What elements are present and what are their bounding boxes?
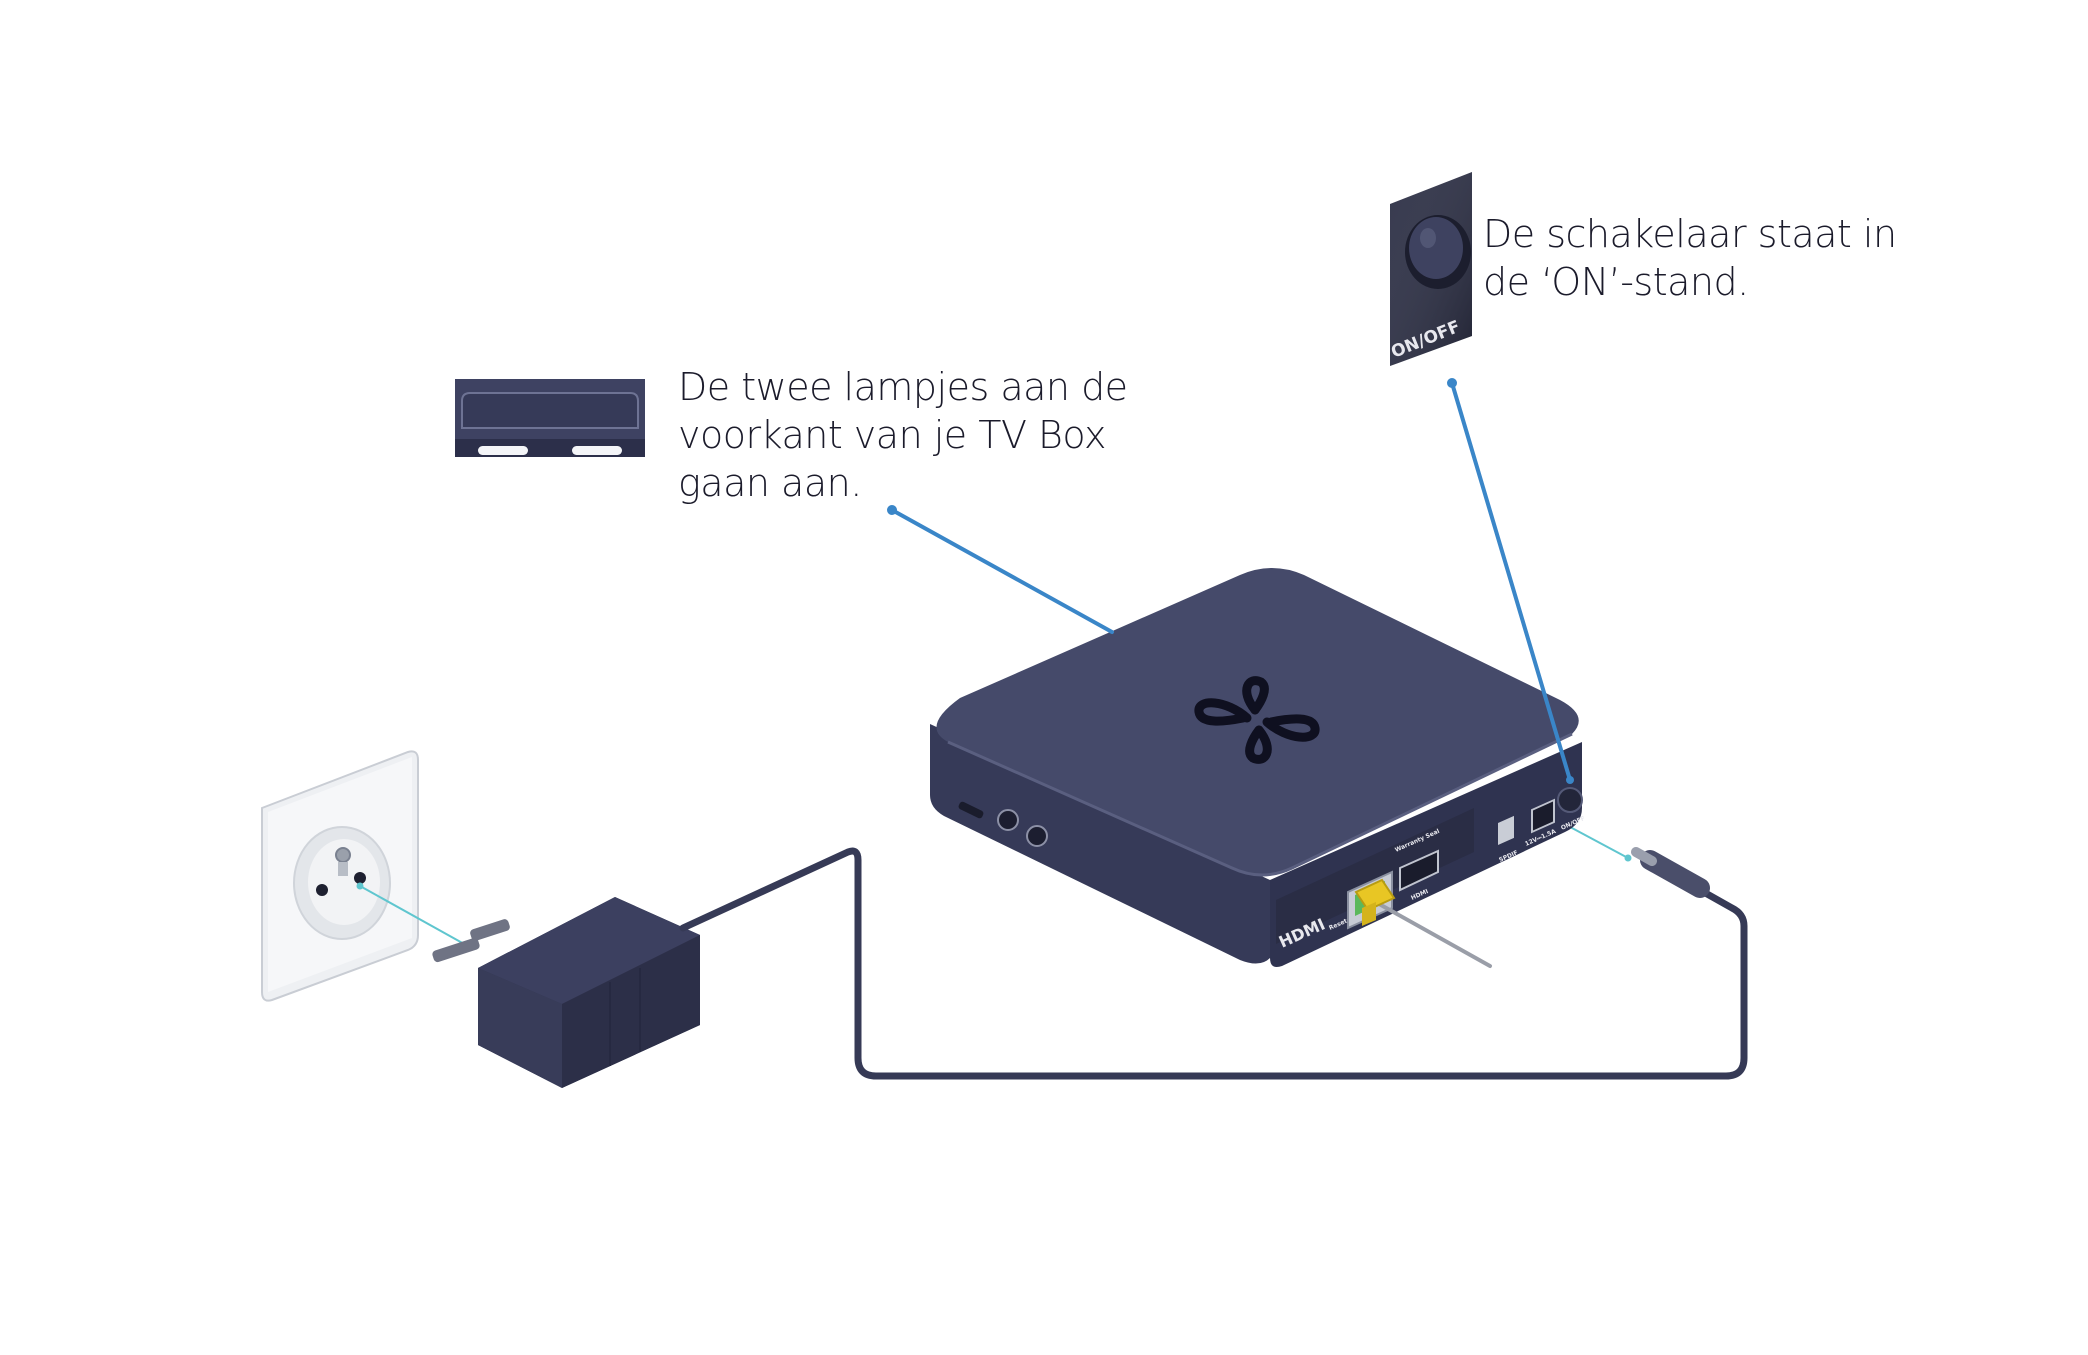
on-off-switch: [1557, 787, 1583, 813]
power-adapter: [432, 897, 700, 1088]
switch-pointer-line: [1450, 381, 1572, 782]
socket-hole-left: [316, 884, 328, 896]
brand-logo-icon: [1194, 676, 1320, 764]
front-led-left: [478, 446, 528, 455]
power-button-icon: [997, 809, 1019, 831]
socket-hole-right: [354, 872, 366, 884]
switch-callout-text: De schakelaar staat in de ‘ON’-stand.: [1483, 212, 1897, 304]
usb-port-icon: [1026, 825, 1048, 847]
front-led-right: [572, 446, 622, 455]
leds-callout-text: De twee lampjes aan de voorkant van je T…: [678, 365, 1128, 505]
switch-detail-thumbnail: ON/OFF: [1388, 172, 1472, 366]
leds-pointer-line: [890, 508, 1114, 634]
socket-earth-pin: [335, 847, 351, 863]
led-detail-thumbnail: [455, 379, 645, 457]
wall-socket: [261, 750, 419, 1002]
plug-guide-line: [359, 885, 467, 946]
tv-box: HDMI Reset Warranty Seal HDMI SPDIF 12V⎓…: [930, 568, 1586, 967]
dc-connector: [1631, 847, 1710, 898]
power-cable: [679, 847, 1748, 1080]
ethernet-cable: [1354, 878, 1492, 968]
